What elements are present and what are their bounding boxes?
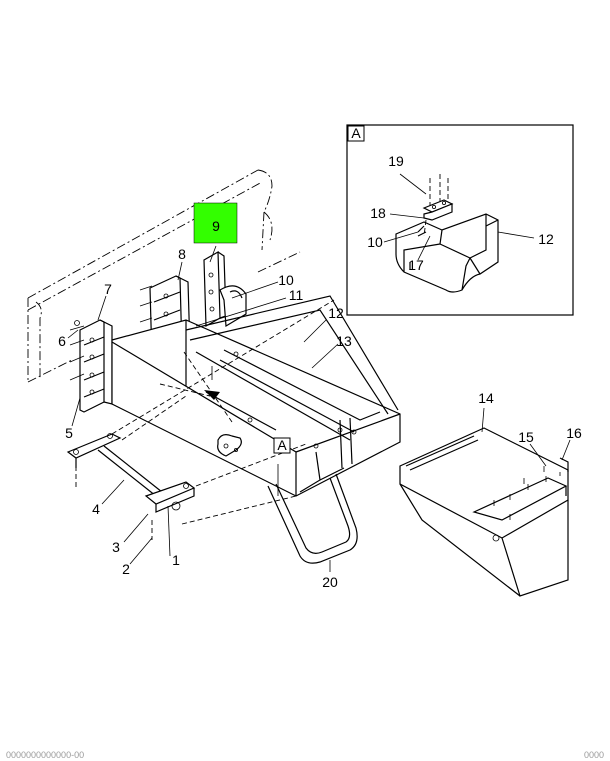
callout-10: 10 bbox=[278, 272, 294, 288]
callout-8: 8 bbox=[178, 246, 186, 262]
detail-callout-18: 18 bbox=[370, 205, 386, 221]
bracket-10 bbox=[219, 285, 247, 328]
view-marker-a: A bbox=[273, 437, 291, 454]
detail-letter: A bbox=[351, 125, 361, 141]
callout-16: 16 bbox=[566, 425, 582, 441]
callout-15: 15 bbox=[518, 429, 534, 445]
callout-2: 2 bbox=[122, 561, 130, 577]
detail-callout-12: 12 bbox=[538, 231, 554, 247]
callout-13: 13 bbox=[336, 333, 352, 349]
footer-right: 0000 bbox=[584, 750, 604, 760]
callout-20: 20 bbox=[322, 574, 338, 590]
callout-9: 9 bbox=[212, 218, 220, 234]
callout-4: 4 bbox=[92, 501, 100, 517]
crossmember bbox=[111, 295, 401, 497]
detail-callout-17: 17 bbox=[408, 257, 424, 273]
callout-1: 1 bbox=[172, 552, 180, 568]
callout-6: 6 bbox=[58, 333, 66, 349]
footer-left: 0000000000000-00 bbox=[6, 750, 84, 760]
callout-11: 11 bbox=[289, 287, 304, 303]
lower-assembly bbox=[66, 299, 335, 540]
step-loop-20 bbox=[267, 473, 358, 564]
callout-7: 7 bbox=[104, 281, 112, 297]
view-marker-label: A bbox=[277, 437, 287, 453]
bracket-9 bbox=[203, 250, 227, 328]
detail-callout-10: 10 bbox=[367, 234, 383, 250]
detail-callout-19: 19 bbox=[388, 153, 404, 169]
highlight-box bbox=[193, 202, 238, 244]
callout-5: 5 bbox=[65, 425, 73, 441]
callout-12: 12 bbox=[328, 305, 344, 321]
callout-14: 14 bbox=[478, 390, 494, 406]
storage-bin-14 bbox=[399, 427, 569, 597]
callout-3: 3 bbox=[112, 539, 120, 555]
callouts: 1 2 3 4 5 6 7 8 9 10 11 12 13 14 15 16 2… bbox=[58, 218, 582, 590]
leader-lines bbox=[67, 245, 571, 572]
bracket-7 bbox=[69, 319, 113, 413]
detail-view-a: A 19 18 10 17 12 bbox=[346, 124, 574, 316]
